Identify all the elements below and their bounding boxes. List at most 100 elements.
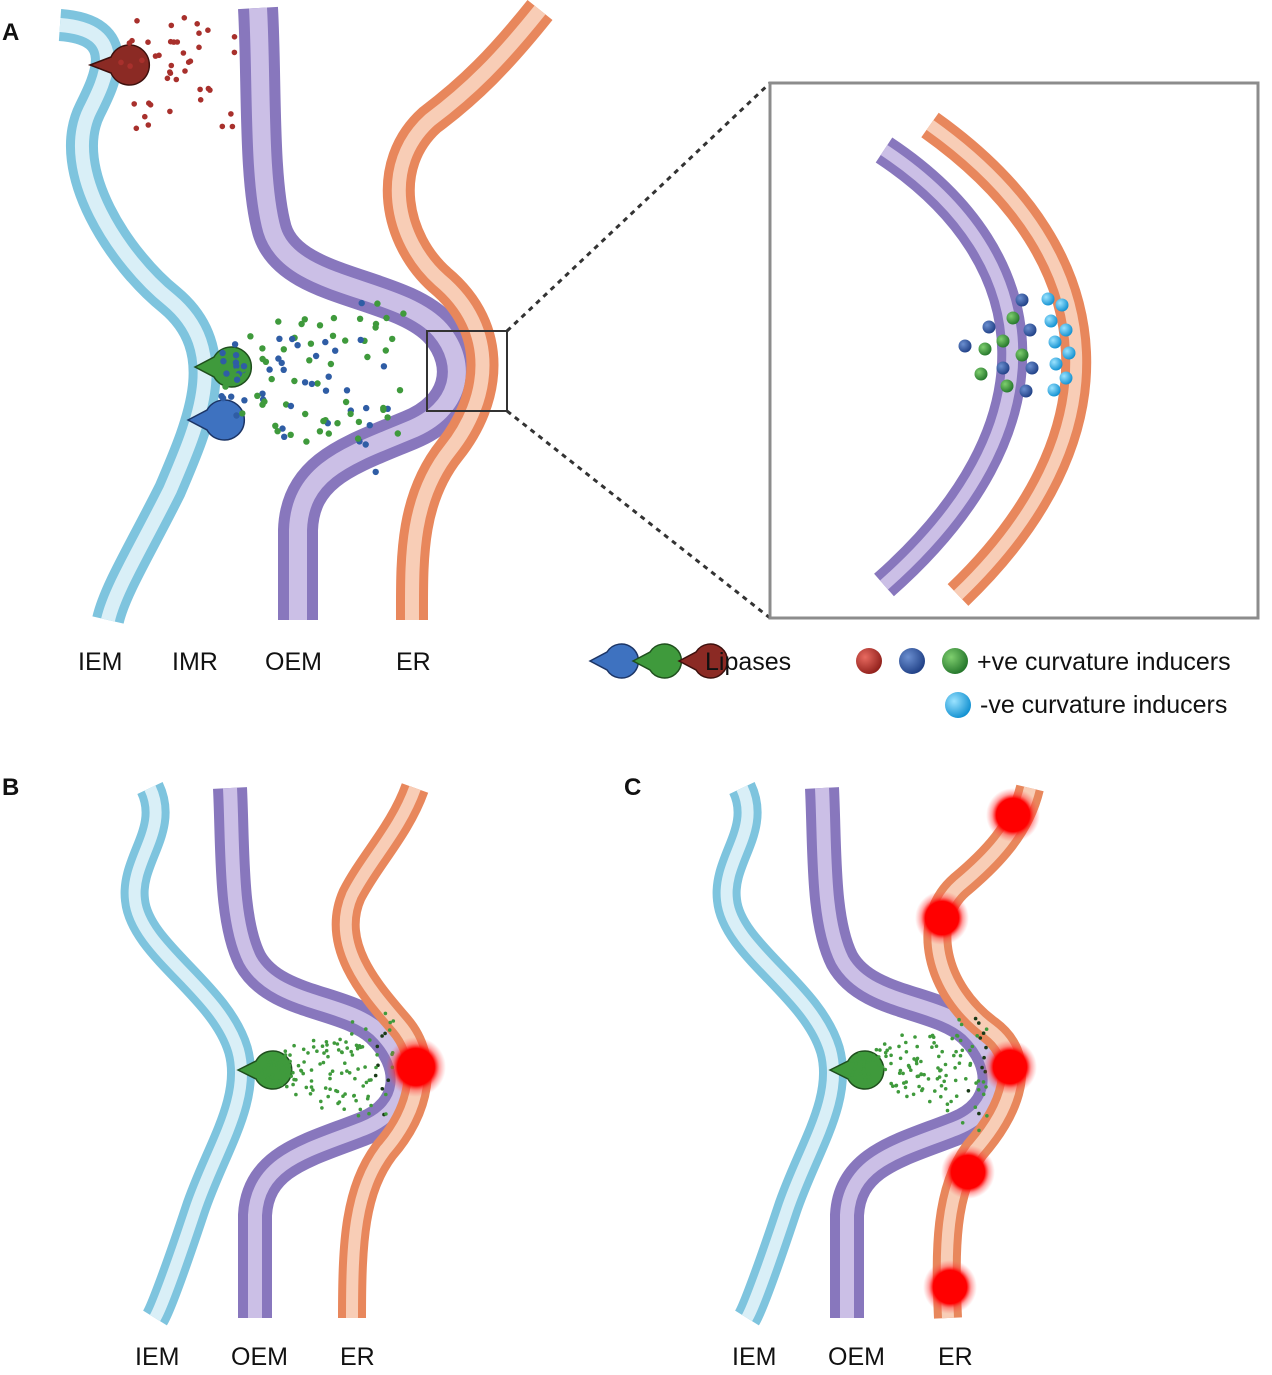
red-lipid-dot (197, 97, 204, 103)
red-lipid-dot (228, 111, 234, 117)
blue-inducer-dot (322, 338, 329, 346)
blue-inducer-dot (362, 441, 369, 448)
green-inducer-dot (952, 1053, 956, 1058)
green-inducer-dot (905, 1094, 909, 1099)
contact-site-marker-1 (986, 788, 1040, 842)
green-inducer-dot (341, 1094, 345, 1098)
green-inducer-dot (976, 1079, 981, 1083)
green-inducer-dot (384, 414, 391, 421)
legend-red-dot-icon (856, 648, 882, 674)
green-inducer-dot (375, 1053, 379, 1057)
inset-green-dot (1006, 311, 1020, 325)
green-inducer-dot (281, 1071, 286, 1076)
lipase-blue-icon (186, 399, 245, 441)
green-inducer-dot (877, 1062, 882, 1067)
green-inducer-dot (254, 392, 261, 399)
green-inducer-dot (316, 428, 324, 435)
green-inducer-dot (324, 1040, 329, 1044)
label-iem-b: IEM (135, 1343, 179, 1371)
red-lipid-dot (194, 21, 200, 27)
blue-inducer-dot (363, 404, 370, 412)
green-inducer-dot (882, 1042, 887, 1046)
green-inducer-dot (355, 418, 363, 426)
green-inducer-dot (309, 1068, 314, 1072)
blue-inducer-dot (276, 335, 283, 342)
green-inducer-dot (900, 1033, 904, 1037)
green-inducer-dot (849, 1059, 854, 1063)
green-inducer-dot (369, 1103, 373, 1108)
blue-inducer-dot (358, 299, 365, 307)
blue-inducer-dot (241, 397, 248, 404)
green-inducer-dot (973, 1016, 978, 1021)
green-inducer-dot (973, 1105, 978, 1109)
green-inducer-dot (352, 1093, 357, 1098)
green-inducer-dot (292, 1043, 296, 1048)
green-inducer-dot (335, 1042, 340, 1046)
green-inducer-dot (388, 1020, 393, 1025)
green-inducer-dot (325, 1043, 329, 1047)
er-membrane-c (923, 784, 1044, 1319)
green-inducer-dot (279, 1063, 284, 1067)
green-inducer-dot (339, 1071, 344, 1075)
green-inducer-dot (320, 1106, 324, 1110)
green-inducer-dot (330, 1069, 335, 1073)
green-inducer-dot (354, 1043, 359, 1048)
green-inducer-dot (968, 1061, 973, 1066)
green-inducer-dot (960, 1048, 965, 1053)
red-lipid-dot (205, 85, 212, 92)
blue-inducer-dot (312, 352, 320, 360)
green-inducer-dot (354, 435, 362, 442)
red-lipid-dot (197, 86, 203, 93)
inset-blue-dot (996, 361, 1010, 375)
green-inducer-dot (328, 1072, 333, 1076)
green-inducer-dot (287, 1063, 292, 1068)
green-inducer-dot (850, 1076, 855, 1080)
green-inducer-dot (247, 333, 254, 340)
green-inducer-dot (272, 1063, 276, 1068)
green-inducer-dot (866, 1058, 870, 1062)
red-lipid-dot (152, 53, 159, 59)
red-lipid-dot (231, 34, 238, 40)
green-inducer-dot (324, 1048, 329, 1053)
green-inducer-dot (345, 1069, 349, 1073)
green-inducer-dot (400, 310, 407, 317)
blue-inducer-dot (325, 373, 332, 380)
green-inducer-dot (287, 431, 294, 438)
blue-inducer-dot (266, 366, 273, 373)
green-inducer-dot (354, 1098, 358, 1103)
green-inducer-dot (280, 346, 287, 353)
green-inducer-dot (984, 1045, 988, 1050)
green-inducer-dot (932, 1041, 936, 1045)
green-inducer-dot (984, 1085, 988, 1089)
red-lipid-dot (219, 123, 226, 130)
contact-site-marker (386, 1037, 446, 1097)
green-inducer-dot (977, 1111, 981, 1116)
label-er-b: ER (340, 1343, 375, 1371)
green-inducer-dot (891, 1084, 895, 1088)
red-lipid-dot (129, 37, 135, 44)
green-inducer-dot (375, 1044, 380, 1049)
green-inducer-dot (968, 1048, 972, 1053)
red-lipid-dot (133, 125, 140, 132)
red-lipid-dot (127, 63, 133, 69)
blue-inducer-dot (357, 336, 364, 344)
green-inducer-dot (347, 410, 354, 418)
blue-inducer-dot (231, 341, 239, 348)
legend-negative-label: -ve curvature inducers (980, 691, 1227, 719)
red-lipid-dot (139, 57, 145, 64)
green-inducer-dot (954, 1049, 958, 1054)
green-inducer-dot (387, 1028, 392, 1032)
green-inducer-dot (871, 1053, 876, 1058)
blue-inducer-dot (294, 342, 301, 349)
green-inducer-dot (268, 1060, 272, 1064)
green-inducer-dot (981, 1092, 986, 1097)
green-inducer-dot (944, 1073, 948, 1078)
green-inducer-dot (974, 1081, 978, 1085)
legend-green-dot-icon (942, 648, 968, 674)
contact-site-marker-2 (915, 891, 969, 945)
legend-lipase-red-icon (677, 643, 729, 679)
red-lipid-dot (145, 122, 152, 128)
green-inducer-dot (935, 1077, 940, 1081)
green-inducer-dot (261, 1080, 266, 1084)
blue-inducer-dot (301, 379, 309, 386)
